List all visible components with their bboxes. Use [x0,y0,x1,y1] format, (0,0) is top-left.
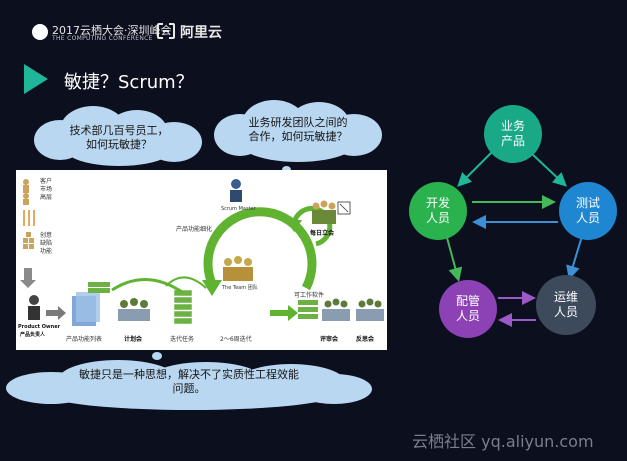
down-arrow-icon [20,268,36,288]
product-backlog-stack [72,292,100,326]
role-config-line1: 配管 [455,294,480,308]
role-business-line1: 业务 [500,119,525,133]
watermark-brand: 云栖社区 [412,432,477,451]
cloud-bubble [152,352,162,360]
role-business-line2: 产品 [500,134,525,148]
brand-name: 阿里云 [180,25,222,41]
role-operations: 运维人员 [536,275,596,335]
idea-boxes-icon [23,232,34,249]
scrum-diagram-graphics [20,179,384,326]
sprint-loop-arrow [203,207,317,291]
product-backlog-label: 产品功能列表 [66,336,103,343]
delivery-arrow-icon [270,305,298,321]
working-software-stack [298,300,318,319]
roles-collaboration-arrows [445,151,583,327]
cloud-right-line2: 合作，如何玩敏捷？ [248,130,348,143]
slide-title: 敏捷？Scrum？ [64,72,194,93]
role-business-product: 业务产品 [484,105,542,163]
flow-down-arrows [23,210,35,226]
stakeholder-people-icon [23,179,29,205]
thought-cloud-left: 技术部几百号员工， 如何玩敏捷？ [34,106,204,166]
product-owner-cn-label: 产品负责人 [20,332,46,338]
role-developer: 开发人员 [409,182,467,240]
watermark: 云栖社区 yq.aliyun.com [412,428,594,452]
planning-label: 计划会 [124,336,143,343]
conference-logo-icon [32,24,48,40]
right-arrow-icon [46,306,66,320]
review-meeting-group [322,298,350,321]
role-dev-line1: 开发 [425,196,450,210]
daily-standup-label: 每日立会 [310,230,335,237]
planning-meeting-group [118,298,150,321]
stakeholders-label: 客户 市场 高层 [40,178,53,201]
clock-icon [337,201,351,215]
cloud-left-line2: 如何玩敏捷？ [86,138,152,151]
cloud-bottom-line1: 敏捷只是一种思想，解决不了实质性工程效能 [79,368,299,381]
thought-cloud-right: 业务研发团队之间的 合作，如何玩敏捷？ [214,100,382,162]
retrospective-group [356,298,384,321]
scrum-process-diagram: 客户 市场 高层 创意 缺陷 功能 Product Owner 产品负责人 产品… [16,170,387,350]
role-config-manager: 配管人员 [439,280,497,338]
scrum-master-figure [230,179,242,202]
role-dev-line2: 人员 [425,211,450,225]
daily-standup-group [312,200,336,224]
role-tester: 测试人员 [559,182,617,240]
team-label: The Team 团队 [222,285,258,291]
event-name: 2017云栖大会·深圳峰会 [52,24,172,37]
role-test-line1: 测试 [575,196,600,210]
ideas-label: 创意 缺陷 功能 [40,232,53,255]
title-marker-icon [24,64,48,94]
retrospective-label: 反思会 [356,336,375,343]
event-subtitle: THE COMPUTING CONFERENCE [52,35,153,42]
sprint-backlog-label: 迭代任务 [170,336,195,343]
working-software-label: 可工作软件 [294,292,325,299]
aliyun-logo-icon [157,23,175,39]
scrum-master-label: Scrum Master [221,206,256,212]
role-ops-line2: 人员 [553,305,578,319]
product-owner-label: Product Owner [18,324,61,330]
watermark-url: yq.aliyun.com [481,432,594,451]
role-config-line2: 人员 [455,309,480,323]
feed-arrow [111,278,183,294]
review-label: 评审会 [320,336,339,343]
role-ops-line1: 运维 [553,290,578,304]
sprint-backlog-stack [173,289,193,325]
sprint-length-label: 2～6周迭代 [220,336,252,343]
cloud-bottom-line2: 问题。 [172,382,206,395]
feature-refine-label: 产品功能细化 [176,226,213,233]
role-test-line2: 人员 [575,211,600,225]
green-stack-top [88,282,110,293]
product-owner-figure [28,295,40,320]
cloud-right-line1: 业务研发团队之间的 [248,116,348,129]
cloud-left-line1: 技术部几百号员工， [69,124,169,137]
thought-cloud-bottom: 敏捷只是一种思想，解决不了实质性工程效能 问题。 [6,360,372,410]
scrum-team-figures [223,256,253,281]
